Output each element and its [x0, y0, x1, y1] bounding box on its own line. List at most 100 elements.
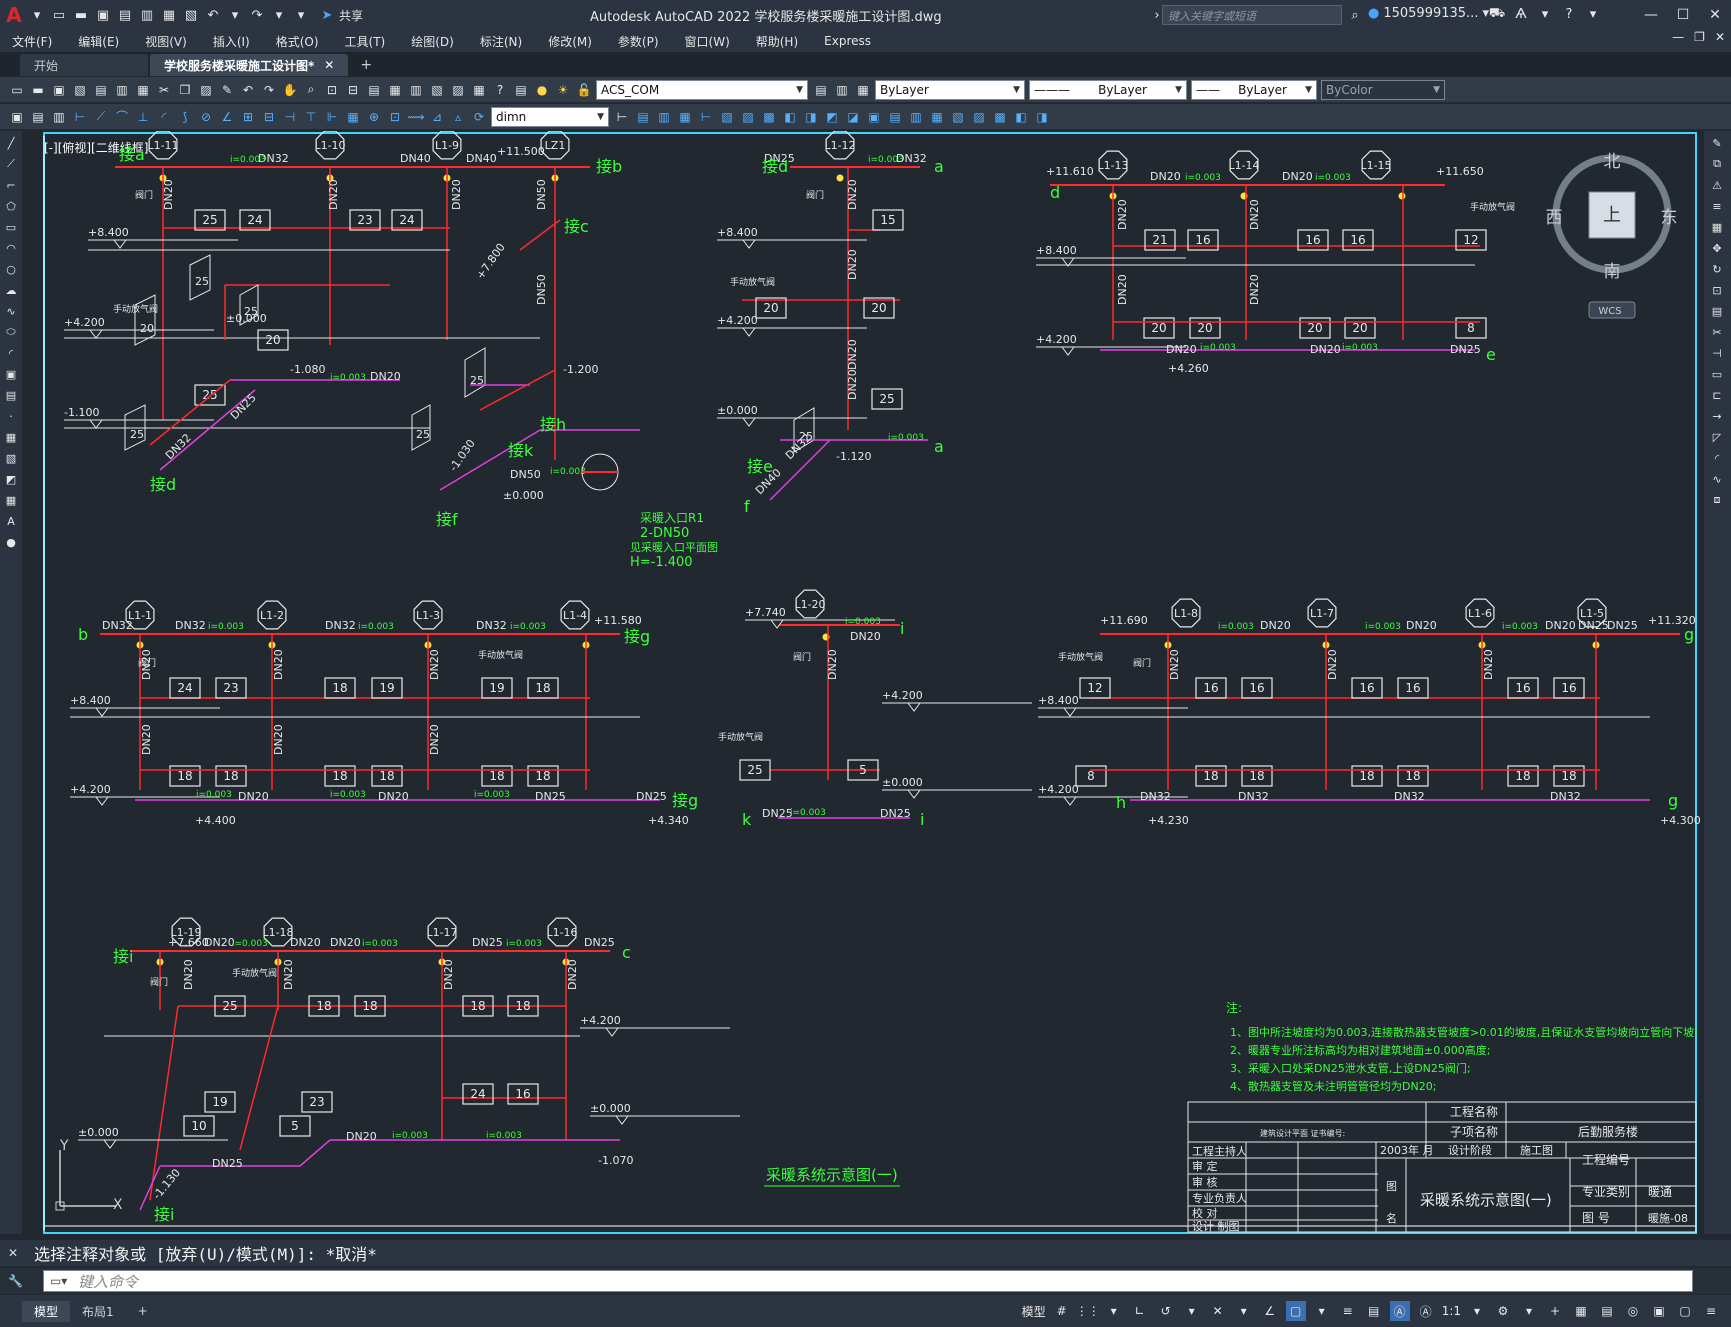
center-mark-icon[interactable]: ⊕ — [368, 109, 380, 124]
make-block-icon[interactable]: ▤ — [5, 388, 17, 402]
rectangle-icon[interactable]: ▭ — [5, 220, 17, 234]
search-icon[interactable]: ⌕ — [1351, 7, 1359, 23]
chamfer-icon[interactable]: ◸ — [1712, 430, 1722, 444]
layer-previous-icon[interactable]: ▥ — [836, 82, 848, 97]
doc-close-button[interactable]: ✕ — [1714, 30, 1725, 44]
menu-draw[interactable]: 绘图(D) — [411, 34, 454, 49]
line-icon[interactable]: ╱ — [7, 136, 15, 150]
array-icon[interactable]: ▦ — [1711, 220, 1723, 234]
viewport-label[interactable]: [-][俯视][二维线框] — [44, 140, 148, 155]
circle-icon[interactable]: ○ — [6, 262, 16, 276]
calculator-icon[interactable]: ▦ — [473, 82, 485, 97]
new-file-icon[interactable]: ▭ — [52, 7, 66, 23]
plot-icon[interactable]: ▧ — [184, 7, 198, 23]
annotation-scale[interactable]: 1:1 — [1441, 1304, 1461, 1318]
viewcube[interactable]: 上 北 南 东 西 WCS — [1546, 152, 1678, 319]
viewcube-south[interactable]: 南 — [1604, 262, 1621, 282]
paste-icon[interactable]: ▨ — [200, 82, 212, 97]
angular-dim-icon[interactable]: ∠ — [221, 109, 233, 124]
modify-18-icon[interactable]: ▩ — [994, 109, 1006, 124]
redo-dropdown-icon[interactable]: ▾ — [275, 7, 283, 23]
open-icon[interactable]: ▬ — [32, 82, 44, 97]
break-icon[interactable]: ⊏ — [1712, 388, 1722, 402]
modify-19-icon[interactable]: ◧ — [1015, 109, 1027, 124]
save-toolbar-icon[interactable]: ▣ — [53, 82, 65, 97]
baseline-dim-icon[interactable]: ⊟ — [263, 109, 275, 124]
quick-dim-icon[interactable]: ⊞ — [242, 109, 254, 124]
viewcube-ring[interactable] — [1552, 154, 1672, 274]
osnap-dropdown-icon[interactable]: ▾ — [1318, 1304, 1325, 1318]
help-toolbar-icon[interactable]: ? — [496, 82, 504, 97]
layout-tab-model[interactable]: 模型 — [22, 1300, 71, 1322]
menu-window[interactable]: 窗口(W) — [684, 34, 730, 49]
gradient-icon[interactable]: ▧ — [5, 451, 17, 465]
color-dropdown[interactable]: ByLayer ▼ — [875, 79, 1025, 100]
dimstyle-dropdown[interactable]: dimn ▼ — [491, 106, 609, 127]
customize-icon[interactable]: ≡ — [1705, 1304, 1717, 1318]
tool-b-icon[interactable]: ▤ — [32, 109, 44, 124]
layer-states-icon[interactable]: ▦ — [857, 82, 869, 97]
jogged-dim-icon[interactable]: ⟆ — [182, 109, 188, 124]
3d-print-icon[interactable]: ▦ — [137, 82, 149, 97]
menu-format[interactable]: 格式(O) — [275, 34, 319, 49]
fillet-icon[interactable]: ◜ — [1714, 451, 1720, 465]
plot-toolbar-icon[interactable]: ▧ — [74, 82, 86, 97]
search-input[interactable]: 键入关键字或短语 — [1162, 5, 1342, 25]
tab-document[interactable]: 学校服务楼采暖施工设计图* ✕ — [150, 54, 349, 76]
inspection-icon[interactable]: ⊡ — [389, 109, 401, 124]
save-as-icon[interactable]: ▤ — [118, 7, 132, 23]
user-account[interactable]: ● 1505999135... ▾ — [1368, 6, 1489, 21]
app-dropdown-icon[interactable]: ▾ — [1541, 6, 1549, 22]
plot-preview-icon[interactable]: ▤ — [95, 82, 107, 97]
ortho-icon[interactable]: ∟ — [1134, 1304, 1145, 1318]
modify-14-icon[interactable]: ▥ — [910, 109, 922, 124]
object-snap-tracking-icon[interactable]: ∠ — [1264, 1304, 1276, 1318]
polar-icon[interactable]: ↺ — [1160, 1304, 1171, 1318]
snap-icon[interactable]: ⋮⋮ — [1075, 1304, 1100, 1318]
lineweight-dropdown[interactable]: —— ByLayer ▼ — [1191, 79, 1317, 100]
add-selected-icon[interactable]: ● — [6, 535, 16, 549]
model-space-toggle[interactable]: 模型 — [1021, 1304, 1046, 1319]
make-current-layer-icon[interactable]: ▤ — [815, 82, 827, 97]
jogged-linear-icon[interactable]: ⟿ — [407, 109, 425, 124]
search-expand-icon[interactable]: › — [1154, 7, 1160, 23]
modify-2-icon[interactable]: ▥ — [658, 109, 670, 124]
tab-close-icon[interactable]: ✕ — [324, 58, 335, 72]
layer-lock-icon[interactable]: 🔓 — [576, 82, 592, 97]
dim-edit-icon[interactable]: ⊿ — [431, 109, 443, 124]
modify-17-icon[interactable]: ▨ — [973, 109, 985, 124]
layer-freeze-icon[interactable]: ☀ — [557, 82, 569, 97]
annotation-monitor-icon[interactable]: + — [1549, 1304, 1561, 1318]
units-icon[interactable]: ▦ — [1575, 1304, 1587, 1318]
help-icon[interactable]: ? — [1565, 6, 1573, 22]
polygon-icon[interactable]: ⬠ — [6, 199, 16, 213]
modify-10-icon[interactable]: ◩ — [826, 109, 838, 124]
blend-icon[interactable]: ∿ — [1712, 472, 1722, 486]
continue-dim-icon[interactable]: ⊣ — [284, 109, 296, 124]
annotation-visibility-icon[interactable]: Ⓐ — [1389, 1301, 1410, 1321]
isolate-objects-icon[interactable]: ◎ — [1627, 1304, 1639, 1318]
linetype-dropdown[interactable]: ——— ByLayer ▼ — [1029, 79, 1187, 100]
layout-tab-layout1[interactable]: 布局1 — [82, 1304, 114, 1319]
save-icon[interactable]: ▣ — [96, 7, 110, 23]
ellipse-icon[interactable]: ⬭ — [6, 325, 16, 338]
point-icon[interactable]: · — [9, 409, 13, 423]
redo-toolbar-icon[interactable]: ↷ — [263, 82, 275, 97]
object-snap-icon[interactable]: ▢ — [1285, 1301, 1306, 1321]
explode-icon[interactable]: ⧈ — [1713, 493, 1721, 506]
modify-5-icon[interactable]: ▧ — [721, 109, 733, 124]
modify-7-icon[interactable]: ▩ — [763, 109, 775, 124]
zoom-realtime-icon[interactable]: ⌕ — [307, 82, 315, 96]
modify-9-icon[interactable]: ◨ — [805, 109, 817, 124]
transparency-icon[interactable]: ▤ — [1368, 1304, 1380, 1318]
plotstyle-dropdown[interactable]: ByColor ▼ — [1321, 79, 1445, 100]
layer-dropdown[interactable]: ACS_COM ▼ — [596, 79, 808, 100]
dim-space-icon[interactable]: ⊤ — [305, 109, 317, 124]
markup-icon[interactable]: ▨ — [452, 82, 464, 97]
modify-11-icon[interactable]: ◪ — [847, 109, 859, 124]
modify-20-icon[interactable]: ◨ — [1036, 109, 1048, 124]
cart-icon[interactable]: ⛟ — [1488, 5, 1506, 21]
viewcube-west[interactable]: 西 — [1546, 208, 1563, 228]
tab-start[interactable]: 开始 — [20, 54, 148, 76]
